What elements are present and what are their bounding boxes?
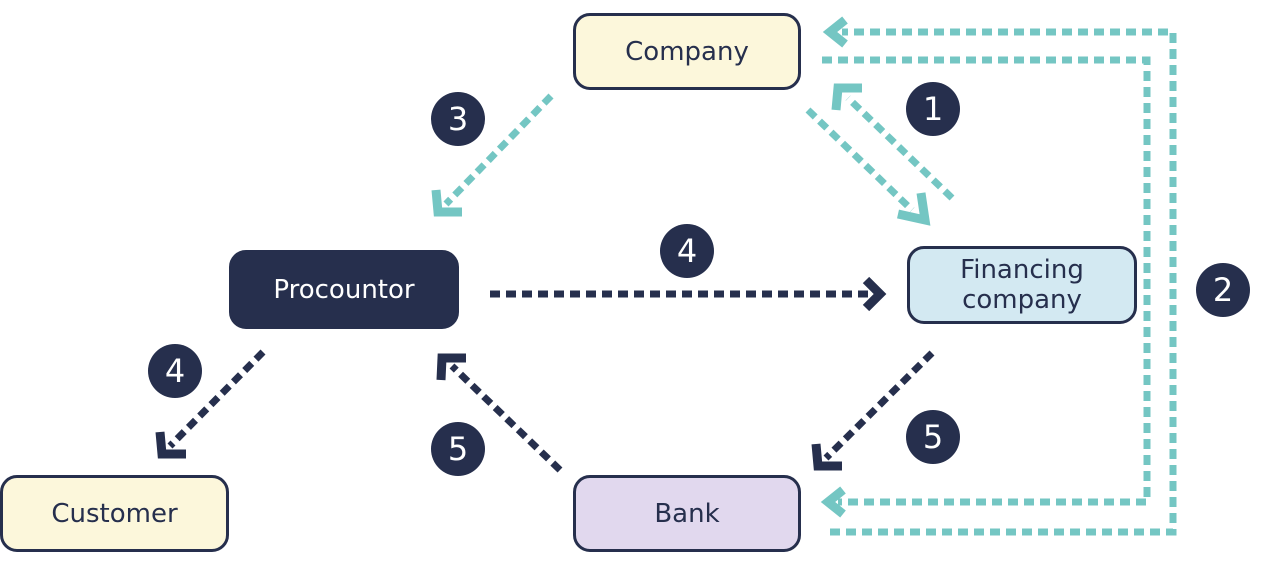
customer-label: Customer (51, 498, 178, 529)
arrow-financing-to-company (831, 83, 955, 201)
arrow-loop-to-bank (820, 56, 1151, 518)
arrow-bank-to-procountor (436, 353, 563, 473)
procountor-node: Procountor (229, 250, 459, 329)
bank-node: Bank (573, 475, 801, 552)
arrow-financing-to-bank (811, 350, 935, 471)
step-badge-4-top: 4 (660, 224, 714, 278)
arrow-company-to-financing (805, 107, 931, 226)
customer-node: Customer (0, 475, 229, 552)
bank-label: Bank (654, 498, 720, 529)
arrow-procountor-to-customer (155, 349, 266, 459)
arrow-procountor-to-financing (490, 276, 887, 312)
step-badge-5-left: 5 (431, 422, 485, 476)
arrow-loop-to-company (822, 16, 1177, 536)
step-badge-4-left: 4 (148, 344, 202, 398)
step-badge-2: 2 (1196, 263, 1250, 317)
company-node: Company (573, 13, 801, 90)
step-badge-1: 1 (906, 82, 960, 136)
financing-company-label: Financing company (960, 255, 1084, 315)
arrow-company-to-procountor (431, 93, 554, 217)
procountor-label: Procountor (273, 274, 415, 305)
step-badge-5-right: 5 (906, 410, 960, 464)
company-label: Company (625, 36, 749, 67)
financing-company-node: Financing company (907, 246, 1137, 324)
step-badge-3: 3 (431, 92, 485, 146)
